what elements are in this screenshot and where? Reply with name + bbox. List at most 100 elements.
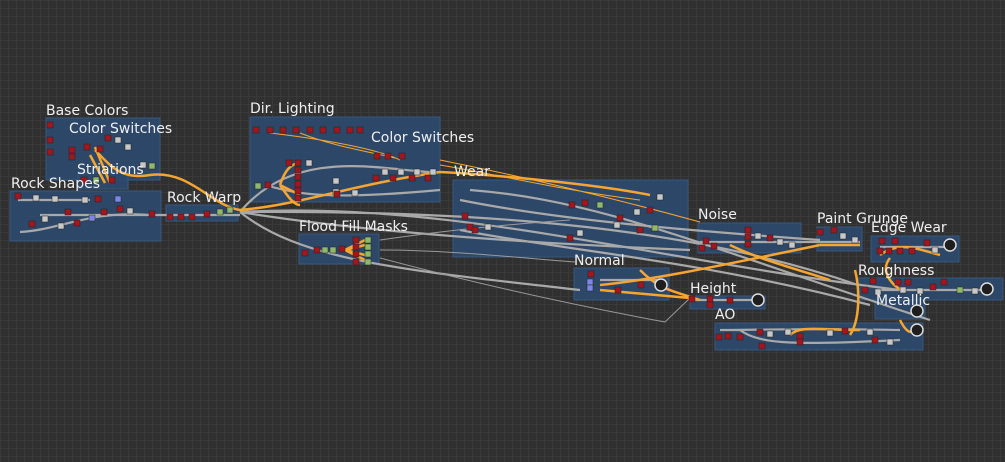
graph-node[interactable] (788, 241, 796, 249)
graph-node[interactable] (637, 281, 645, 289)
graph-node[interactable] (398, 152, 406, 160)
graph-node[interactable] (826, 329, 834, 337)
graph-node[interactable] (651, 224, 659, 232)
graph-node[interactable] (301, 249, 309, 257)
graph-node[interactable] (596, 201, 604, 209)
graph-node[interactable] (294, 187, 302, 195)
graph-node[interactable] (139, 161, 147, 169)
graph-node[interactable] (702, 237, 710, 245)
graph-node[interactable] (294, 194, 302, 202)
output-node-icon[interactable] (654, 278, 668, 292)
graph-node[interactable] (352, 258, 360, 266)
graph-node[interactable] (744, 240, 752, 248)
frame-title-rock-warp[interactable]: Rock Warp (167, 190, 241, 206)
graph-node[interactable] (252, 126, 260, 134)
graph-node[interactable] (294, 180, 302, 188)
graph-node[interactable] (100, 208, 108, 216)
graph-node[interactable] (484, 223, 492, 231)
graph-node[interactable] (64, 208, 72, 216)
graph-node[interactable] (891, 237, 899, 245)
graph-node[interactable] (203, 210, 211, 218)
graph-node[interactable] (352, 236, 360, 244)
graph-node[interactable] (698, 244, 706, 252)
output-node-icon[interactable] (910, 304, 924, 318)
graph-node[interactable] (14, 192, 22, 200)
graph-node[interactable] (294, 173, 302, 181)
graph-node[interactable] (929, 283, 937, 291)
graph-node[interactable] (413, 168, 421, 176)
graph-node[interactable] (333, 126, 341, 134)
graph-node[interactable] (28, 220, 36, 228)
graph-node[interactable] (292, 126, 300, 134)
graph-node[interactable] (294, 159, 302, 167)
graph-node[interactable] (254, 182, 262, 190)
graph-node[interactable] (715, 333, 723, 341)
graph-node[interactable] (397, 168, 405, 176)
graph-node[interactable] (381, 168, 389, 176)
graph-node[interactable] (389, 174, 397, 182)
graph-node[interactable] (586, 284, 594, 292)
graph-node[interactable] (338, 245, 346, 253)
graph-node[interactable] (57, 222, 65, 230)
graph-node[interactable] (313, 246, 321, 254)
graph-node[interactable] (878, 237, 886, 245)
graph-node[interactable] (279, 126, 287, 134)
frame-title-height[interactable]: Height (690, 281, 737, 297)
frame-ao[interactable] (714, 322, 924, 351)
graph-node[interactable] (305, 159, 313, 167)
graph-node[interactable] (364, 258, 372, 266)
graph-node[interactable] (726, 296, 734, 304)
graph-node[interactable] (706, 301, 714, 309)
graph-node[interactable] (646, 206, 654, 214)
graph-node[interactable] (908, 247, 916, 255)
graph-node[interactable] (736, 333, 744, 341)
graph-node[interactable] (886, 338, 894, 346)
graph-node[interactable] (796, 332, 804, 340)
frame-title-metallic[interactable]: Metallic (876, 293, 930, 309)
graph-node[interactable] (923, 239, 931, 247)
graph-node[interactable] (816, 228, 824, 236)
graph-node[interactable] (776, 238, 784, 246)
graph-node[interactable] (566, 234, 574, 242)
graph-node[interactable] (177, 213, 185, 221)
graph-node[interactable] (321, 246, 329, 254)
frame-title-striations[interactable]: Striations (77, 162, 144, 178)
graph-node[interactable] (329, 246, 337, 254)
graph-node[interactable] (956, 286, 964, 294)
graph-node[interactable] (94, 195, 102, 203)
graph-node[interactable] (351, 189, 359, 197)
graph-node[interactable] (871, 336, 879, 344)
graph-node[interactable] (744, 233, 752, 241)
graph-node[interactable] (766, 234, 774, 242)
graph-node[interactable] (756, 328, 764, 336)
graph-node[interactable] (372, 174, 380, 182)
graph-node[interactable] (41, 215, 49, 223)
graph-node[interactable] (32, 194, 40, 202)
graph-node[interactable] (636, 226, 644, 234)
graph-node[interactable] (656, 193, 664, 201)
graph-node[interactable] (874, 288, 882, 296)
graph-node[interactable] (408, 174, 416, 182)
graph-node[interactable] (364, 236, 372, 244)
frame-title-flood-fill-masks[interactable]: Flood Fill Masks (299, 219, 408, 235)
graph-node[interactable] (104, 134, 112, 142)
graph-node[interactable] (616, 214, 624, 222)
graph-node[interactable] (744, 226, 752, 234)
graph-node[interactable] (68, 146, 76, 154)
graph-node[interactable] (861, 286, 869, 294)
graph-node[interactable] (796, 338, 804, 346)
graph-node[interactable] (471, 226, 479, 234)
output-node-icon[interactable] (980, 282, 994, 296)
graph-node[interactable] (264, 181, 272, 189)
graph-node[interactable] (568, 201, 576, 209)
graph-node[interactable] (581, 199, 589, 207)
frame-title-noise[interactable]: Noise (698, 207, 737, 223)
graph-node[interactable] (971, 287, 979, 295)
graph-node[interactable] (114, 195, 122, 203)
graph-node[interactable] (80, 176, 88, 184)
output-node-icon[interactable] (943, 238, 957, 252)
graph-node[interactable] (766, 330, 774, 338)
graph-node[interactable] (51, 195, 59, 203)
graph-node[interactable] (916, 287, 924, 295)
